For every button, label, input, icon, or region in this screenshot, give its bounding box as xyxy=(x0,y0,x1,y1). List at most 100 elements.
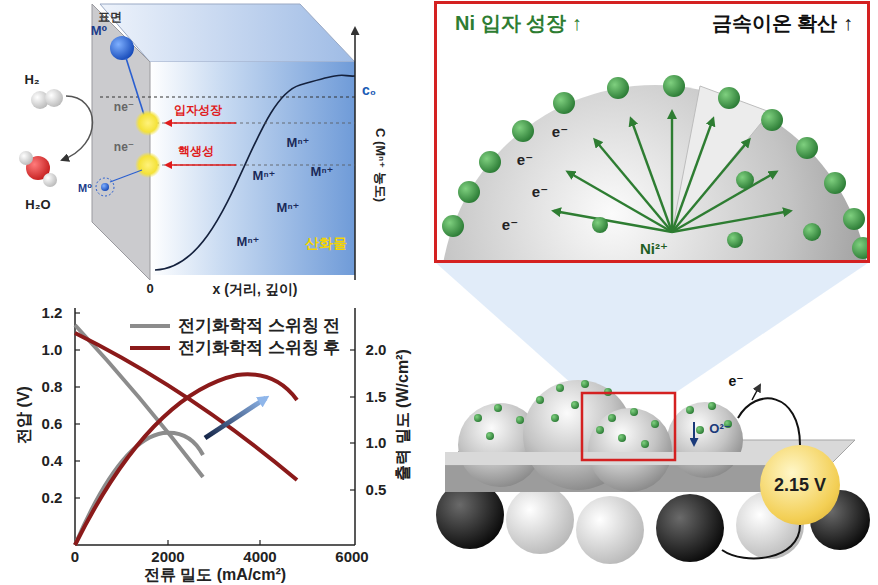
iv-chart-part-part xyxy=(75,460,80,461)
reaction-sketch-part xyxy=(45,89,63,107)
inset-illustration-part-part xyxy=(479,151,501,173)
electron-label: e⁻ xyxy=(728,373,743,389)
reaction-sketch-part xyxy=(19,151,33,165)
cell-illustration-part-part xyxy=(708,402,716,410)
electron-label: ne⁻ xyxy=(114,141,134,155)
reaction-sketch-part xyxy=(135,110,161,136)
material-label: 산화물 xyxy=(305,235,347,251)
axis-tick: 0.4 xyxy=(42,452,63,469)
inset-illustration-part-part xyxy=(796,137,818,159)
electron-label: ne⁻ xyxy=(114,101,134,115)
iv-chart-part-part xyxy=(75,423,80,424)
inset-illustration-part xyxy=(672,86,770,232)
iv-chart-part xyxy=(354,308,356,545)
ion-label: O²⁻ xyxy=(709,422,730,437)
cell-illustration-part-part xyxy=(618,434,626,442)
inset-illustration-part xyxy=(554,112,790,232)
iv-chart-part-part xyxy=(350,489,355,490)
cell-illustration-part-part xyxy=(581,380,589,388)
inset-illustration-part-part xyxy=(458,181,480,203)
reaction-sketch-part xyxy=(166,164,236,166)
axis-tick: 0 xyxy=(71,548,79,565)
cell-illustration-part xyxy=(474,380,732,448)
cell-illustration-part-part xyxy=(571,401,579,409)
axis-title: 전압 (V) xyxy=(15,386,33,444)
cell-illustration-part xyxy=(576,496,644,564)
inset-illustration-part-part xyxy=(761,109,783,131)
inset-illustration-part-part xyxy=(672,211,790,232)
ion-label: Ni²⁺ xyxy=(640,240,668,257)
legend-sample xyxy=(130,324,170,328)
inset-heading: 금속이온 확산 ↑ xyxy=(712,10,853,37)
cell-illustration-part xyxy=(506,486,574,554)
legend-sample xyxy=(130,346,170,350)
reaction-sketch-part xyxy=(110,170,142,182)
cell-illustration-part-part xyxy=(486,432,494,440)
oxide-cube-part xyxy=(92,4,150,280)
cell-illustration-part xyxy=(752,385,760,400)
inset-illustration-part-part xyxy=(803,223,821,241)
inset-illustration-part-part xyxy=(736,171,754,189)
cell-illustration-part-part xyxy=(516,416,524,424)
concentration-label: c₀ xyxy=(362,82,376,98)
reaction-sketch-part xyxy=(135,152,161,178)
axis-title: 출력 밀도 (W/cm²) xyxy=(394,349,412,481)
iv-chart-part xyxy=(75,313,355,545)
cell-illustration-part-part xyxy=(696,426,704,434)
cell-illustration-part xyxy=(582,393,675,460)
cell-illustration-part xyxy=(588,408,672,492)
reaction-sketch-part xyxy=(96,178,114,196)
iv-chart-part xyxy=(74,308,76,545)
inset-illustration-part-part xyxy=(727,232,743,248)
electron-label: e⁻ xyxy=(552,123,568,140)
inset-illustration-part-part xyxy=(824,172,846,194)
axis-title: 전류 밀도 (mA/cm²) xyxy=(144,566,286,584)
iv-chart-part-part xyxy=(259,540,260,545)
iv-chart-part xyxy=(205,398,266,438)
cell-illustration-part-part xyxy=(551,414,559,422)
inset-illustration-part-part xyxy=(631,119,672,232)
cell-illustration-part-part xyxy=(630,408,638,416)
axis-tick: 1.0 xyxy=(42,341,63,358)
metal-atom-label: M⁰ xyxy=(78,182,92,195)
reaction-sketch-part xyxy=(166,122,236,124)
inset-illustration-part-part xyxy=(852,237,867,259)
ion-label: Mⁿ⁺ xyxy=(253,169,276,184)
ion-label: Mⁿ⁺ xyxy=(277,201,300,216)
cell-illustration-part-part xyxy=(651,420,659,428)
cell-illustration-part xyxy=(667,402,743,478)
axis-tick: 4000 xyxy=(243,548,276,565)
cell-illustration-part xyxy=(436,263,868,393)
iv-chart-part-part xyxy=(75,349,80,350)
axis-title: C (Mⁿ⁺ 농도) xyxy=(373,128,388,202)
cell-illustration-part-part xyxy=(556,384,564,392)
inset-illustration-part-part xyxy=(663,75,685,97)
inset-illustration-part xyxy=(440,85,867,260)
voltage-value: 2.15 V xyxy=(774,475,826,496)
gas-label: H₂O xyxy=(25,198,50,213)
axis-tick: 0.8 xyxy=(42,378,63,395)
axis-tick: 0.5 xyxy=(366,481,387,498)
oxide-cube-part xyxy=(354,28,356,280)
inset-illustration-part-part xyxy=(718,87,740,109)
process-label: 핵생성 xyxy=(178,145,214,159)
axis-tick: 1.2 xyxy=(42,304,63,321)
inset-illustration-part-part xyxy=(595,140,672,232)
inset-illustration-part-part xyxy=(672,119,713,232)
axis-tick: 0 xyxy=(146,282,153,297)
iv-chart-part-part xyxy=(350,396,355,397)
iv-chart-part-part xyxy=(167,540,168,545)
axis-tick: 2000 xyxy=(151,548,184,565)
reaction-sketch-part xyxy=(62,96,93,160)
cell-illustration-part-part xyxy=(494,404,502,412)
inset-illustration-part-part xyxy=(671,112,673,232)
oxide-cube-part xyxy=(150,123,355,124)
electron-label: e⁻ xyxy=(532,183,548,200)
iv-chart-part xyxy=(75,544,355,546)
electron-label: e⁻ xyxy=(502,216,518,233)
iv-chart-part-part xyxy=(75,312,80,313)
cell-illustration-part-part xyxy=(596,426,604,434)
axis-tick: 2.0 xyxy=(366,341,387,358)
reaction-sketch-part xyxy=(43,173,57,187)
